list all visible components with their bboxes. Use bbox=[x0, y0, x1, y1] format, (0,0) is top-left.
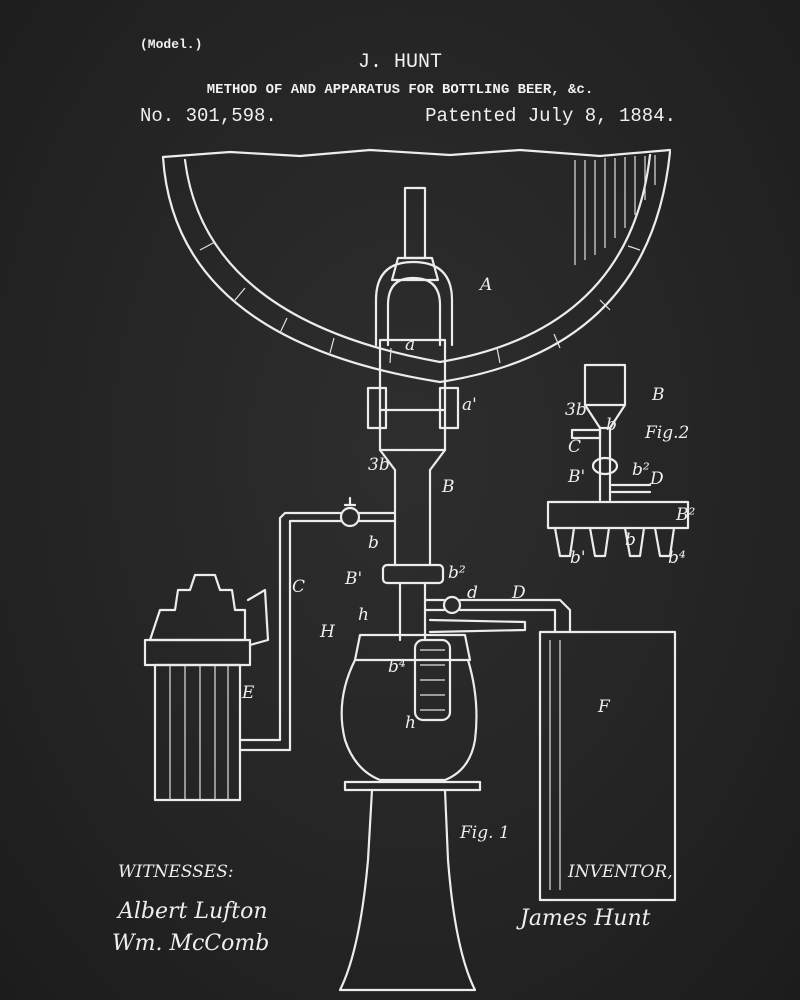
label-f2-b: b bbox=[606, 415, 617, 435]
witness-2-signature: Wm. McComb bbox=[112, 931, 269, 956]
label-a-prime: a' bbox=[462, 395, 477, 415]
inventor-signature: James Hunt bbox=[516, 906, 651, 931]
label-f2-b2: b² bbox=[632, 460, 650, 480]
label-f2-b-low: b bbox=[625, 530, 636, 550]
label-f2-b3: 3b bbox=[565, 400, 587, 420]
label-h: h bbox=[358, 605, 369, 625]
label-A: A bbox=[478, 275, 492, 295]
inventor-name: J. HUNT bbox=[358, 51, 442, 74]
label-f2-C: C bbox=[568, 437, 581, 457]
label-f2-b4: b⁴ bbox=[668, 548, 686, 568]
patent-title: METHOD OF AND APPARATUS FOR BOTTLING BEE… bbox=[207, 82, 593, 98]
label-b4: b⁴ bbox=[388, 657, 406, 677]
inventor-label: INVENTOR, bbox=[567, 862, 673, 882]
patent-number: No. 301,598. bbox=[140, 105, 277, 127]
handle-h bbox=[428, 618, 527, 634]
vat-bowl bbox=[161, 148, 672, 384]
label-C: C bbox=[292, 577, 305, 597]
witness-1-signature: Albert Lufton bbox=[116, 899, 268, 924]
model-label: (Model.) bbox=[140, 37, 202, 52]
patent-date: Patented July 8, 1884. bbox=[425, 105, 676, 127]
label-f2-B2: B² bbox=[675, 505, 695, 525]
label-H: H bbox=[319, 622, 336, 642]
label-b3: 3b bbox=[368, 455, 390, 475]
label-f2-B: B bbox=[651, 385, 665, 405]
pipe-d bbox=[423, 595, 677, 902]
label-b: b bbox=[368, 533, 379, 553]
bottle bbox=[338, 633, 482, 992]
label-F: F bbox=[597, 697, 611, 717]
label-f2-D: D bbox=[649, 469, 664, 489]
fig2-caption: Fig.2 bbox=[644, 423, 689, 443]
main-tube bbox=[366, 186, 460, 642]
witnesses-label: WITNESSES: bbox=[118, 862, 234, 882]
label-d: d bbox=[467, 583, 478, 603]
fig1-caption: Fig. 1 bbox=[459, 823, 510, 843]
pipe-c bbox=[238, 496, 397, 752]
label-E: E bbox=[241, 683, 255, 703]
label-a: a bbox=[405, 335, 415, 355]
label-D: D bbox=[511, 583, 526, 603]
label-f2-b1: b' bbox=[570, 548, 586, 568]
label-B: B bbox=[441, 477, 455, 497]
fig2-apparatus bbox=[546, 363, 690, 558]
label-b2: b² bbox=[448, 563, 466, 583]
label-f2-B-prime: B' bbox=[567, 467, 585, 487]
label-h2: h bbox=[405, 713, 416, 733]
label-B-prime: B' bbox=[344, 569, 362, 589]
device-e bbox=[143, 573, 270, 802]
part-labels: A a a' 3b B b C B' b² d D h H b⁴ h E F B… bbox=[241, 275, 695, 733]
